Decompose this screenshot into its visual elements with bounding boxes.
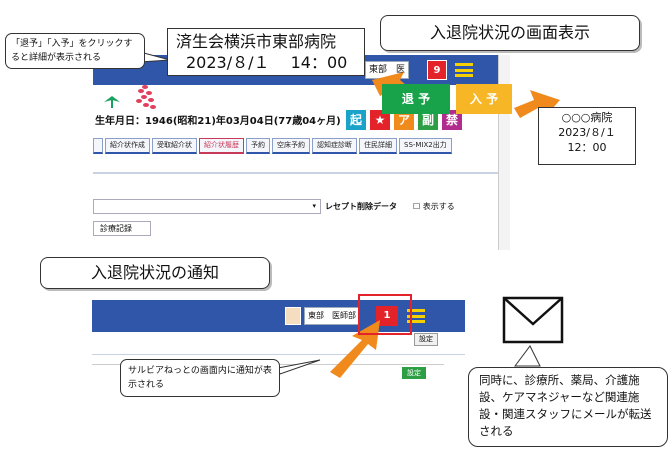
menu-icon[interactable] [407, 309, 425, 323]
flower-decoration-icon [136, 85, 156, 109]
tab-ssmix2-export[interactable]: SS-MIX2出力 [399, 138, 452, 154]
show-checkbox[interactable]: ☐ 表示する [413, 202, 455, 211]
medical-record-button[interactable]: 診療記録 [93, 221, 151, 236]
tab-partial[interactable] [93, 138, 103, 154]
notification-badge[interactable]: 1 [376, 306, 398, 326]
hospital-name: 済生会横浜市東部病院 [176, 32, 337, 51]
notification-highlight [358, 294, 412, 335]
user-label: 東部 医師部 [365, 61, 409, 91]
flag-icon[interactable]: 起 [346, 110, 366, 130]
tab-bar: 紹介状作成 受取紹介状 紹介状履歴 予約 空床予約 認知症診断 住民詳細 SS-… [93, 138, 510, 154]
tab-dementia-diagnosis[interactable]: 認知症診断 [312, 138, 357, 154]
settings-button-green[interactable]: 設定 [402, 367, 426, 379]
tab-reservation[interactable]: 予約 [246, 138, 270, 154]
patient-birthdate: 生年月日：1946(昭和21)年03月04日(77歳04ヶ月) [95, 116, 341, 127]
hospital-info: 済生会横浜市東部病院 2023/８/１ 14：00 [167, 28, 365, 76]
bottom-screenshot: 東部 医師部 1 設定 設定 [92, 300, 465, 440]
flag-icon[interactable]: 禁 [442, 110, 462, 130]
click-note: 「退予」「入予」をクリックすると詳細が表示される [5, 33, 145, 69]
remote-time: 12：00 [567, 141, 607, 154]
settings-button[interactable]: 設定 [414, 333, 438, 346]
mail-icon [502, 296, 564, 344]
notify-title: 入退院状況の通知 [40, 257, 270, 289]
tab-referral-create[interactable]: 紹介状作成 [105, 138, 150, 154]
remote-hospital-name: ○○○病院 [561, 111, 613, 124]
show-checkbox-label: 表示する [422, 202, 455, 211]
tab-referral-history[interactable]: 紹介状履歴 [199, 138, 244, 154]
notification-badge[interactable]: 9 [427, 60, 447, 80]
flag-icon[interactable]: 副 [418, 110, 438, 130]
avatar [285, 307, 301, 325]
tab-bed-reservation[interactable]: 空床予約 [272, 138, 310, 154]
display-title: 入退院状況の画面表示 [380, 15, 640, 51]
divider [93, 172, 498, 174]
screen-note: サルビアねっとの画面内に通知が表示される [120, 359, 280, 397]
admission-schedule-button[interactable]: 入 予 [456, 84, 512, 114]
remote-date: 2023/８/１ [558, 126, 616, 139]
tab-resident-details[interactable]: 住民詳細 [359, 138, 397, 154]
flag-icon[interactable]: ア [394, 110, 414, 130]
star-flag-icon[interactable]: ★ [370, 110, 390, 130]
receipt-deleted-label: レセプト削除データ [325, 202, 397, 211]
divider [92, 354, 465, 355]
header-bar [92, 300, 465, 332]
remote-hospital-info: ○○○病院 2023/８/１ 12：00 [538, 107, 636, 165]
user-label: 東部 医師部 [304, 307, 360, 325]
filter-select[interactable]: ▾ [93, 199, 321, 214]
patient-flag-icons: 起 ★ ア 副 禁 [346, 110, 462, 132]
salvia-logo-icon [104, 96, 120, 108]
hospital-datetime: 2023/８/１ 14：00 [186, 53, 348, 72]
tab-referral-received[interactable]: 受取紹介状 [152, 138, 197, 154]
menu-icon[interactable] [455, 63, 473, 77]
mail-note: 同時に、診療所、薬局、介護施設、ケアマネジャーなど関連施設・関連スタッフにメール… [468, 367, 668, 447]
discharge-schedule-button[interactable]: 退 予 [382, 84, 450, 114]
